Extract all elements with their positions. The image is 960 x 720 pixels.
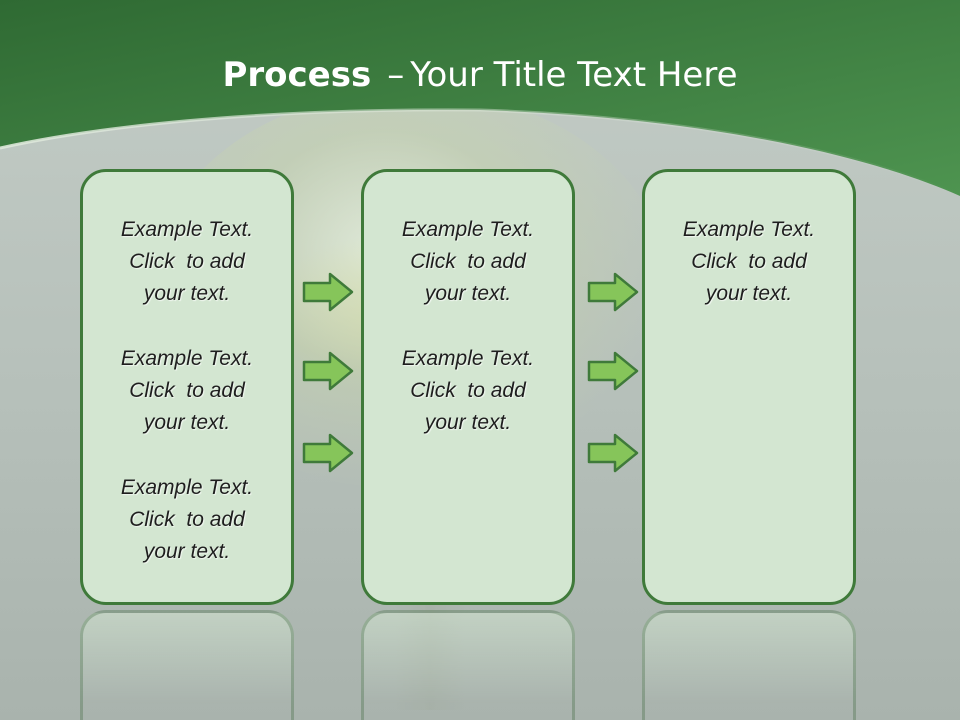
slide-title[interactable]: Process–Your Title Text Here <box>0 52 960 98</box>
title-text: Your Title Text Here <box>410 55 738 95</box>
text-line: Example Text. <box>401 347 535 370</box>
text-placeholder[interactable]: Example Text. Click to add your text. <box>373 343 563 439</box>
text-placeholder[interactable]: Example Text. Click to add your text. <box>92 472 282 568</box>
box-reflection <box>361 610 575 720</box>
text-line: your text. <box>705 282 793 305</box>
right-arrow-icon[interactable] <box>302 433 354 473</box>
title-banner <box>0 0 960 198</box>
text-placeholder[interactable]: Example Text. Click to add your text. <box>92 214 282 310</box>
text-line: Click to add <box>410 379 526 402</box>
text-line: Example Text. <box>120 347 254 370</box>
title-separator: – <box>387 55 405 95</box>
text-line: Example Text. <box>120 218 254 241</box>
text-line: Click to add <box>129 508 245 531</box>
text-line: your text. <box>143 282 231 305</box>
process-box-1[interactable]: Example Text. Click to add your text. Ex… <box>80 169 294 605</box>
text-line: your text. <box>424 411 512 434</box>
process-box-3[interactable]: Example Text. Click to add your text. <box>642 169 856 605</box>
text-line: Click to add <box>691 250 807 273</box>
text-line: Example Text. <box>682 218 816 241</box>
text-line: Click to add <box>129 250 245 273</box>
right-arrow-icon[interactable] <box>302 351 354 391</box>
text-line: Click to add <box>410 250 526 273</box>
process-box-2[interactable]: Example Text. Click to add your text. Ex… <box>361 169 575 605</box>
text-line: your text. <box>143 540 231 563</box>
text-line: Example Text. <box>401 218 535 241</box>
text-line: Click to add <box>129 379 245 402</box>
box-reflection <box>642 610 856 720</box>
text-placeholder[interactable]: Example Text. Click to add your text. <box>373 214 563 310</box>
right-arrow-icon[interactable] <box>587 351 639 391</box>
title-keyword: Process <box>222 55 372 95</box>
text-line: your text. <box>424 282 512 305</box>
text-line: your text. <box>143 411 231 434</box>
box-reflection <box>80 610 294 720</box>
text-placeholder[interactable]: Example Text. Click to add your text. <box>92 343 282 439</box>
right-arrow-icon[interactable] <box>587 272 639 312</box>
text-line: Example Text. <box>120 476 254 499</box>
text-placeholder[interactable]: Example Text. Click to add your text. <box>654 214 844 310</box>
right-arrow-icon[interactable] <box>587 433 639 473</box>
right-arrow-icon[interactable] <box>302 272 354 312</box>
